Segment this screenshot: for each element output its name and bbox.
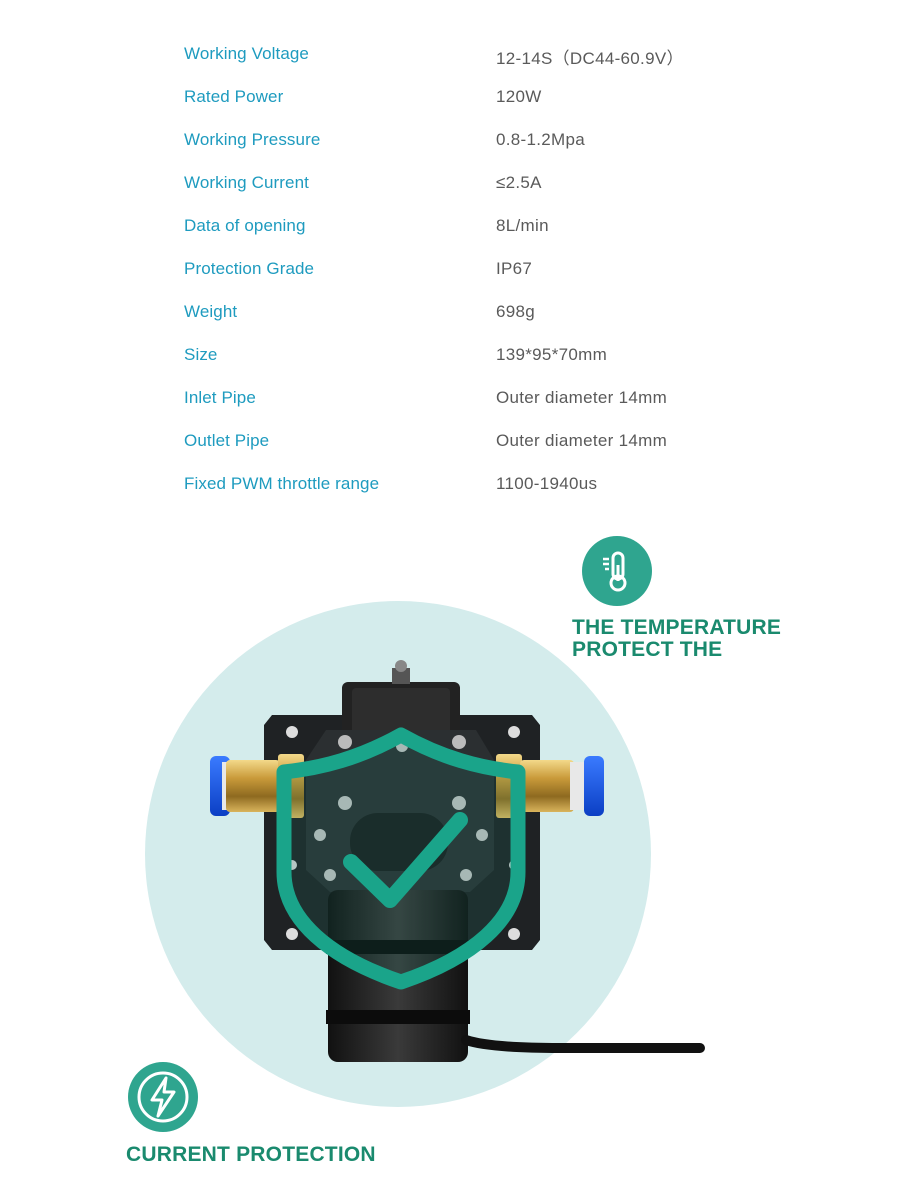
current-badge: [128, 1062, 198, 1132]
spec-value: ≤2.5A: [496, 173, 542, 192]
pump-illustration: [145, 601, 705, 1107]
spec-label: Fixed PWM throttle range: [184, 474, 380, 493]
spec-label: Inlet Pipe: [184, 388, 256, 407]
spec-label: Working Current: [184, 173, 309, 192]
spec-value: 120W: [496, 87, 542, 106]
spec-row: Data of opening 8L/min: [0, 216, 900, 246]
spec-label: Protection Grade: [184, 259, 315, 278]
spec-value: 1100-1940us: [496, 474, 598, 493]
spec-value: 12-14S（DC44-60.9V）: [496, 49, 684, 68]
spec-row: Inlet Pipe Outer diameter 14mm: [0, 388, 900, 418]
temperature-badge: [582, 536, 652, 606]
spec-value: IP67: [496, 259, 533, 278]
spec-row: Outlet Pipe Outer diameter 14mm: [0, 431, 900, 461]
spec-label: Data of opening: [184, 216, 306, 235]
spec-value: 698g: [496, 302, 536, 321]
spec-value: 8L/min: [496, 216, 549, 235]
spec-row: Size 139*95*70mm: [0, 345, 900, 375]
spec-value: Outer diameter 14mm: [496, 388, 668, 407]
spec-value: 139*95*70mm: [496, 345, 608, 364]
spec-row: Working Pressure 0.8-1.2Mpa: [0, 130, 900, 160]
spec-label: Outlet Pipe: [184, 431, 270, 450]
spec-value: 0.8-1.2Mpa: [496, 130, 585, 149]
shield-icon: [276, 727, 526, 990]
spec-row: Working Current ≤2.5A: [0, 173, 900, 203]
spec-row: Weight 698g: [0, 302, 900, 332]
spec-label: Weight: [184, 302, 238, 321]
thermometer-icon: [603, 551, 627, 592]
spec-row: Rated Power 120W: [0, 87, 900, 117]
spec-row: Working Voltage 12-14S（DC44-60.9V）: [0, 44, 900, 74]
spec-label: Rated Power: [184, 87, 284, 106]
power-cable: [461, 1035, 705, 1053]
spec-label: Working Voltage: [184, 44, 309, 63]
temperature-title-line2: PROTECT THE: [572, 638, 723, 661]
spec-row: Protection Grade IP67: [0, 259, 900, 289]
spec-label: Size: [184, 345, 218, 364]
temperature-feature-title: THE TEMPERATURE PROTECT THE: [572, 617, 781, 661]
current-feature-title: CURRENT PROTECTION: [126, 1143, 376, 1166]
spec-row: Fixed PWM throttle range 1100-1940us: [0, 474, 900, 504]
spec-value: Outer diameter 14mm: [496, 431, 668, 450]
lightning-icon: [137, 1071, 189, 1123]
spec-label: Working Pressure: [184, 130, 321, 149]
temperature-title-line1: THE TEMPERATURE: [572, 616, 782, 639]
